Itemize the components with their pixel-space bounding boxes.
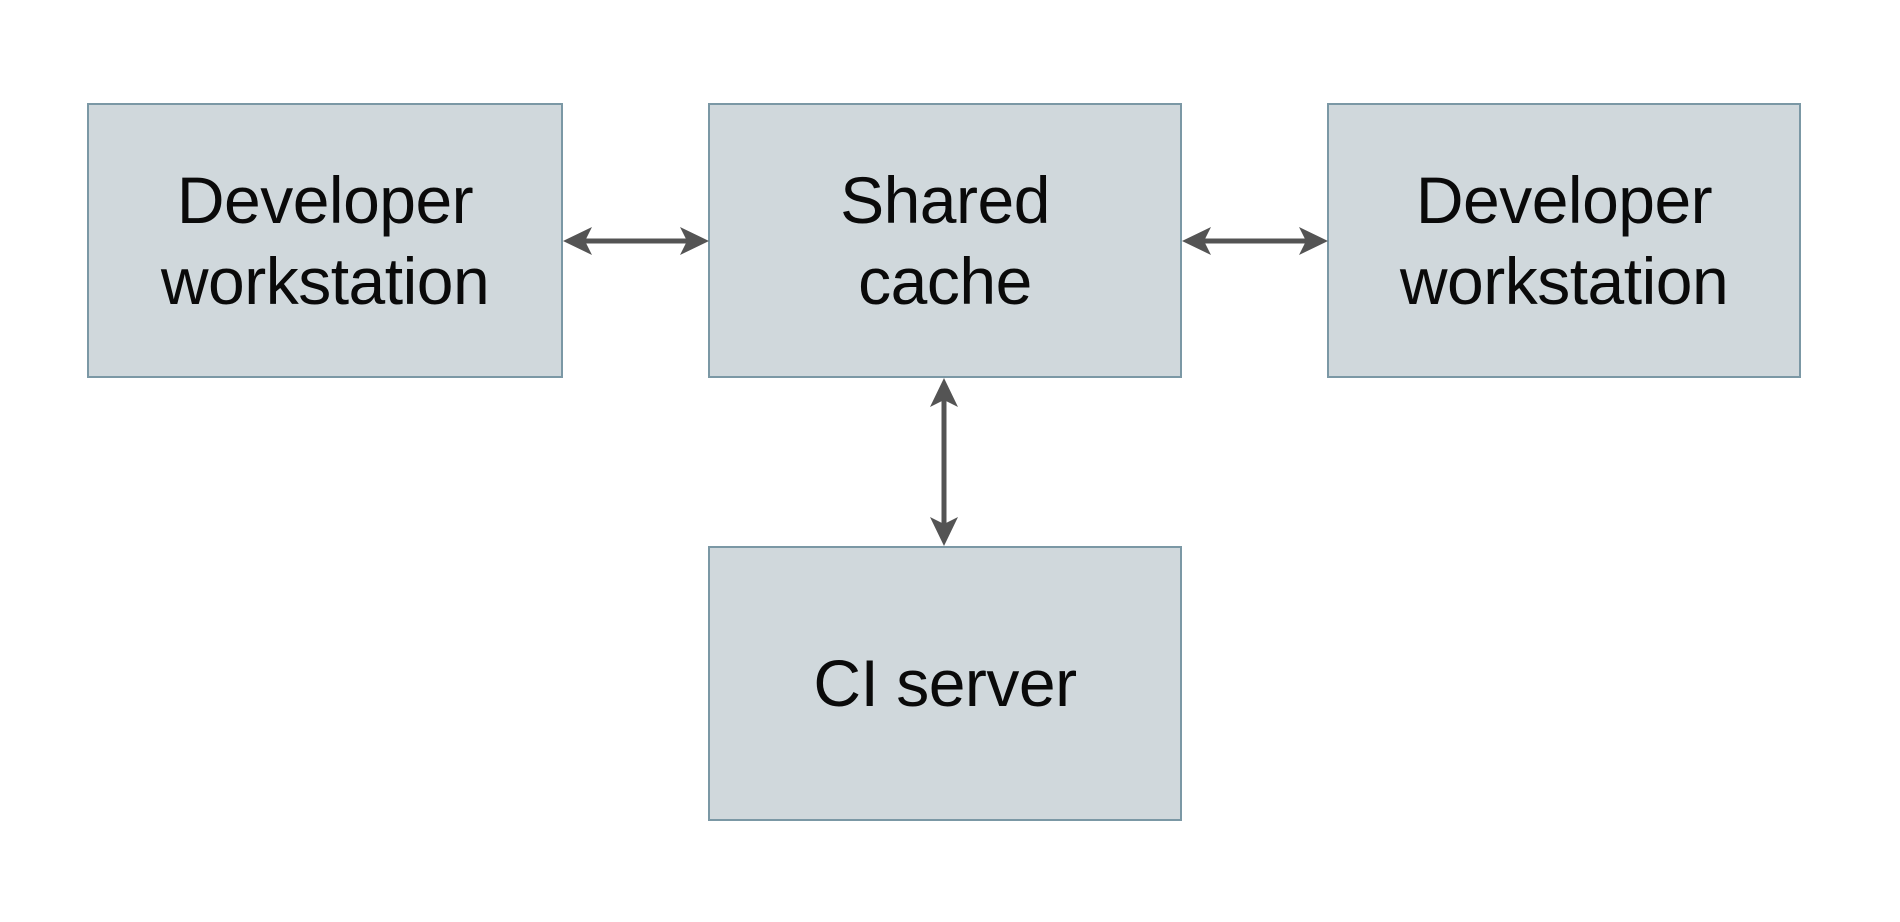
node-label: Shared cache: [840, 162, 1050, 318]
node-label: CI server: [813, 646, 1077, 721]
node-developer-workstation-right[interactable]: Developer workstation: [1327, 103, 1801, 378]
node-developer-workstation-left[interactable]: Developer workstation: [87, 103, 563, 378]
node-label: Developer workstation: [1399, 162, 1729, 318]
edge-shared-cache-to-ci-server: [916, 375, 972, 549]
node-ci-server[interactable]: CI server: [708, 546, 1182, 821]
node-shared-cache[interactable]: Shared cache: [708, 103, 1182, 378]
double-arrow-icon: [563, 227, 709, 255]
double-arrow-icon: [1182, 227, 1328, 255]
double-arrow-icon: [930, 378, 958, 546]
edge-developer-workstation-left-to-shared-cache: [560, 213, 712, 269]
node-label: Developer workstation: [160, 162, 490, 318]
edge-shared-cache-to-developer-workstation-right: [1179, 213, 1331, 269]
